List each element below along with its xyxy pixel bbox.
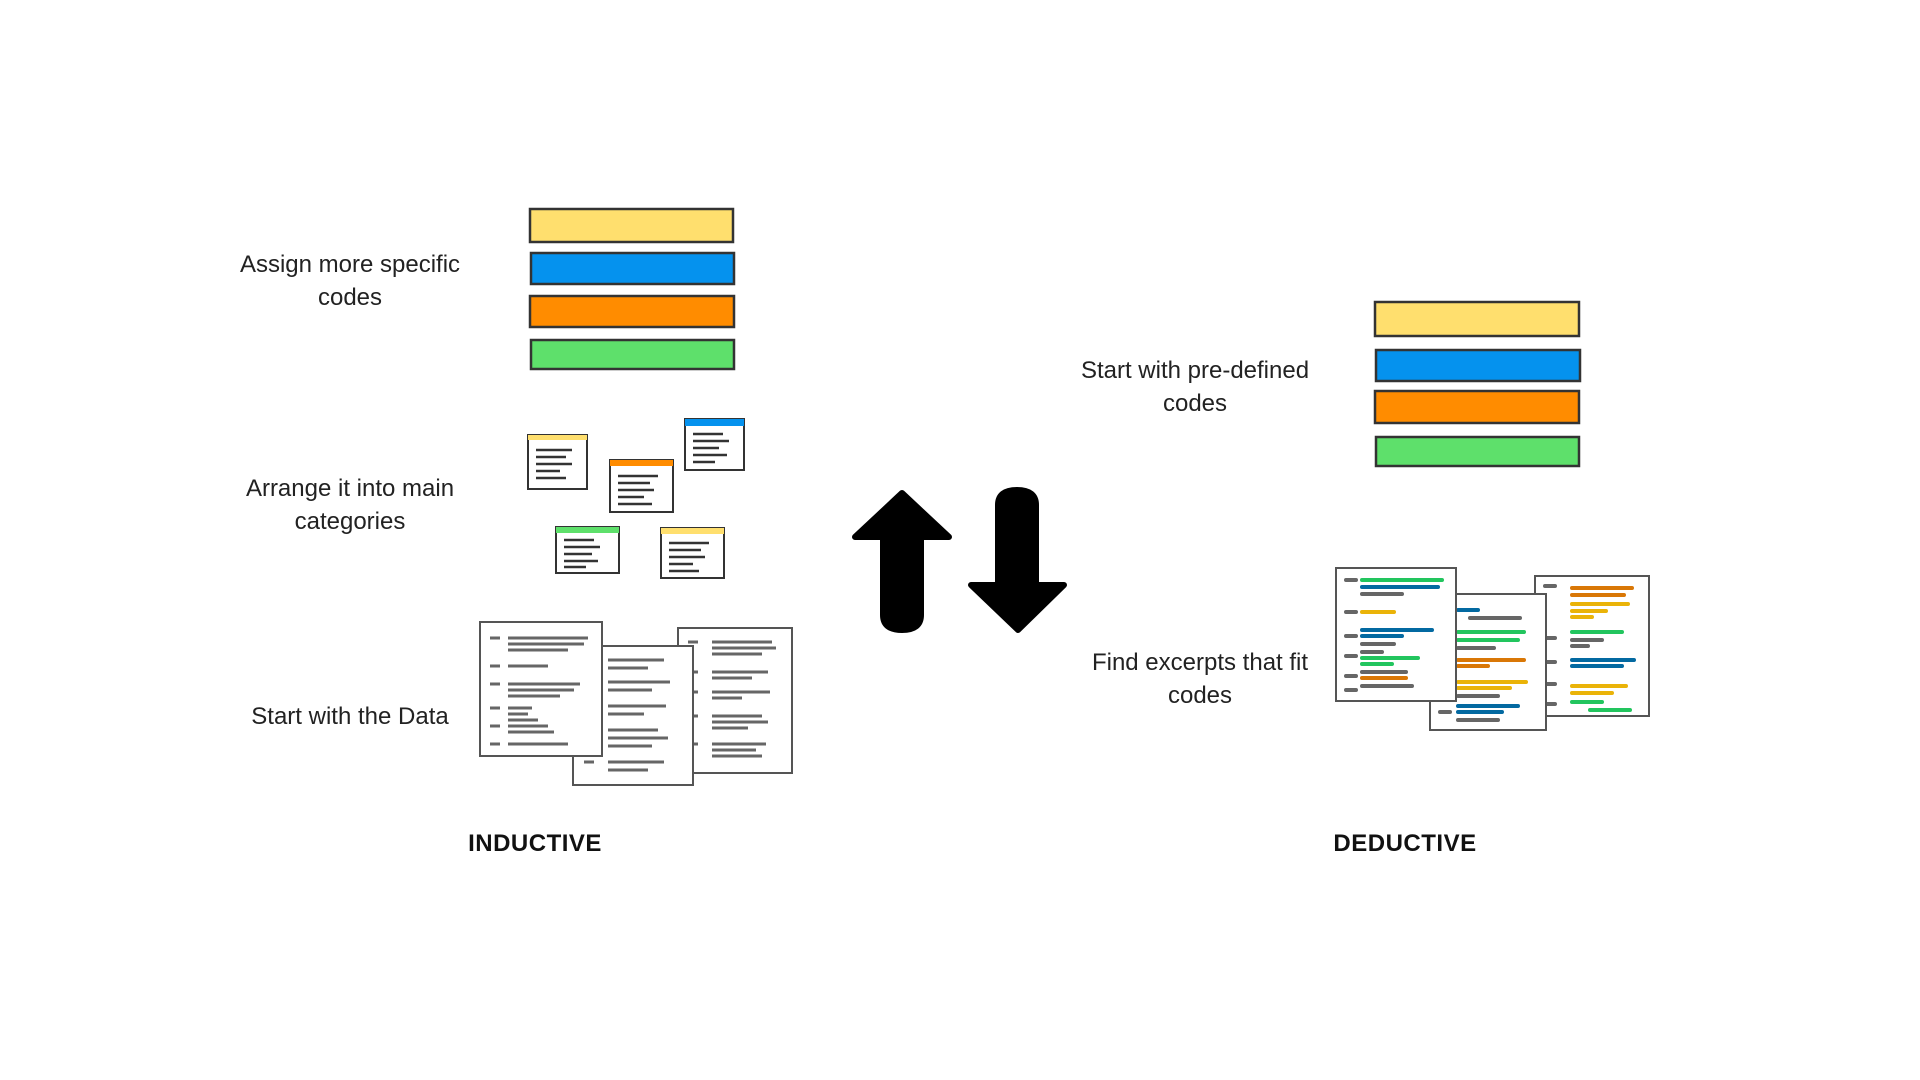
deductive-step-predefined-codes: Start with pre-defined codes xyxy=(1080,357,1310,417)
deductive-heading: DEDUCTIVE xyxy=(1333,830,1477,857)
excerpt-document-3 xyxy=(1534,575,1650,717)
arrow-up-icon xyxy=(852,490,952,633)
inductive-step-start-with-data: Start with the Data xyxy=(251,703,449,730)
excerpt-document-1 xyxy=(1335,567,1457,702)
predefined-bar-yellow xyxy=(1373,300,1581,338)
data-document-1 xyxy=(479,621,603,757)
inductive-heading: INDUCTIVE xyxy=(468,830,602,857)
deductive-code-bars xyxy=(1373,300,1582,468)
category-card-yellow-2 xyxy=(660,527,725,579)
predefined-bar-blue xyxy=(1374,348,1582,383)
code-bar-blue xyxy=(529,251,736,286)
category-card-green xyxy=(555,526,620,574)
inductive-step-assign-specific-codes: Assign more specific codes xyxy=(239,251,461,311)
inductive-step-arrange-categories: Arrange it into main categories xyxy=(245,475,455,535)
data-document-3 xyxy=(677,627,793,774)
deductive-excerpt-documents xyxy=(1335,567,1650,731)
code-bar-green xyxy=(529,338,736,371)
predefined-bar-orange xyxy=(1373,389,1581,425)
inductive-data-documents xyxy=(479,621,793,786)
inductive-category-cards xyxy=(527,418,745,579)
center-arrows xyxy=(852,487,1067,633)
category-card-yellow xyxy=(527,434,588,490)
category-card-blue xyxy=(684,418,745,471)
category-card-orange xyxy=(609,459,674,513)
arrow-down-icon xyxy=(968,487,1067,633)
code-bar-orange xyxy=(528,294,736,329)
predefined-bar-green xyxy=(1374,435,1581,468)
deductive-step-find-excerpts: Find excerpts that fit codes xyxy=(1091,649,1309,709)
inductive-code-bars xyxy=(528,207,736,371)
code-bar-yellow xyxy=(528,207,735,244)
